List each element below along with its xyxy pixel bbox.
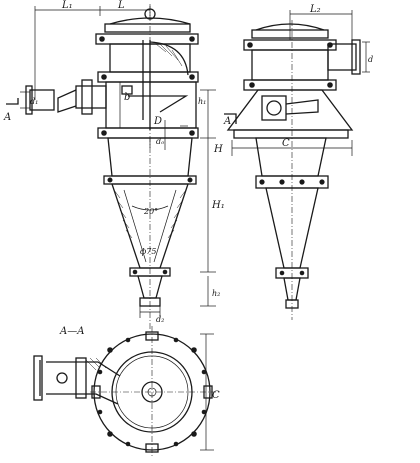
dim-H-label: H: [213, 144, 223, 155]
dim-d2-label: d₂: [156, 315, 164, 324]
dim-C-front-label: C: [282, 138, 290, 149]
dim-L1-label: L₁: [61, 0, 73, 11]
cone-angle-label: 20°: [143, 207, 158, 216]
dim-C-plan-label: C: [212, 390, 220, 401]
dim-D-label: D: [153, 116, 162, 127]
dim-L2-label: L₂: [309, 4, 321, 15]
section-marker-a-mid: A: [223, 116, 231, 127]
dim-H1-label: H₁: [211, 200, 225, 211]
dim-L-label: L: [117, 0, 125, 11]
section-a-a-title: A—A: [59, 326, 84, 337]
side-view: [224, 10, 370, 320]
dim-phi75-label: ф75: [140, 247, 156, 256]
dim-h2-label: h₂: [212, 289, 220, 298]
section-a-a-view: [33, 326, 216, 458]
dim-d-right-label: d: [368, 55, 373, 64]
dim-do-label: dₒ: [156, 137, 164, 146]
dim-b-label: b: [124, 92, 130, 103]
dim-h1-label: h₁: [198, 97, 206, 106]
section-marker-a-left: A: [3, 112, 11, 123]
front-view: [6, 4, 216, 330]
dim-d1-label: d₁: [30, 97, 38, 106]
